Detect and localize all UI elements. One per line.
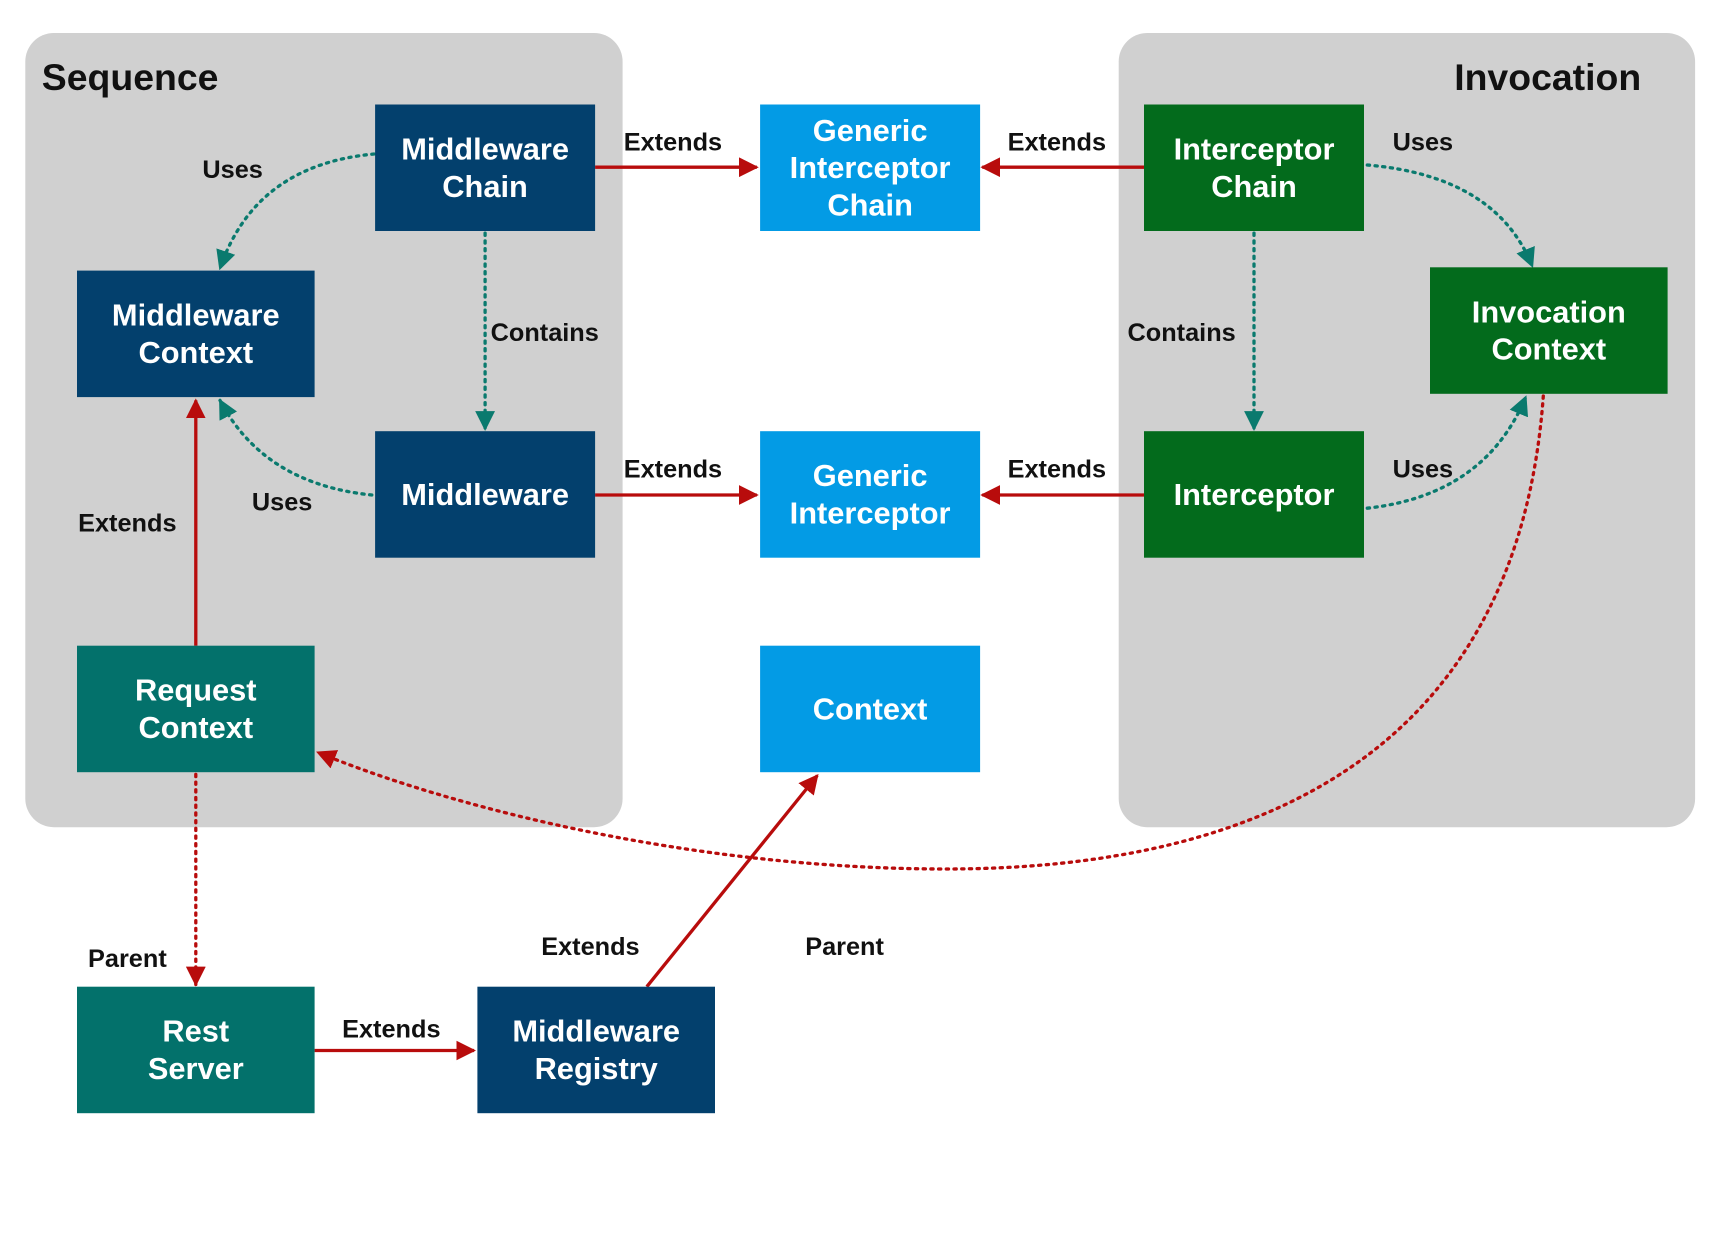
label-parent-request-context: Parent bbox=[88, 943, 167, 973]
label-uses-middleware-chain: Uses bbox=[202, 155, 263, 184]
middleware-node[interactable]: Middleware bbox=[375, 431, 596, 558]
label-extends-middleware-registry: Extends bbox=[541, 931, 640, 961]
interceptor-node[interactable]: Interceptor bbox=[1144, 431, 1364, 558]
label-extends-middleware: Extends bbox=[623, 454, 723, 483]
edge-middleware-chain-uses bbox=[216, 152, 376, 271]
context-node[interactable]: Context bbox=[760, 645, 981, 773]
edge-middleware-uses bbox=[218, 398, 374, 497]
edge-interceptor-chain-uses bbox=[1365, 163, 1535, 269]
label-uses-middleware: Uses bbox=[251, 487, 313, 516]
edge-invocation-context-parent bbox=[316, 394, 1545, 871]
label-uses-interceptor-chain: Uses bbox=[1392, 127, 1454, 157]
label-parent-invocation-context: Parent bbox=[805, 931, 884, 961]
label-extends-middleware-chain: Extends bbox=[623, 127, 723, 157]
label-extends-interceptor: Extends bbox=[1007, 454, 1107, 483]
label-contains-middleware-chain: Contains bbox=[490, 317, 599, 347]
label-contains-interceptor-chain: Contains bbox=[1127, 317, 1236, 347]
edge-interceptor-uses bbox=[1365, 395, 1528, 510]
label-extends-interceptor-chain: Extends bbox=[1007, 127, 1107, 157]
label-uses-interceptor: Uses bbox=[1392, 454, 1454, 483]
invocation-group-title: Invocation bbox=[1454, 57, 1642, 99]
sequence-group-title: Sequence bbox=[41, 57, 219, 99]
edge-middleware-registry-extends bbox=[645, 773, 819, 988]
label-extends-rest-server: Extends bbox=[342, 1014, 441, 1043]
label-extends-request-context: Extends bbox=[78, 508, 177, 537]
